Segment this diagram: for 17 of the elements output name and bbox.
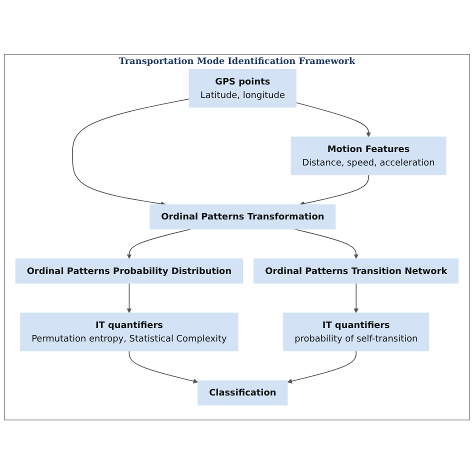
node-box: IT quantifiers probability of self-transition: [283, 312, 430, 351]
node-box: Ordinal Patterns Probability Distribution: [15, 258, 244, 284]
node-box: Ordinal Patterns Transition Network: [254, 258, 459, 284]
node-box: GPS points Latitude, longitude: [188, 68, 296, 108]
arrow: [287, 350, 357, 384]
node-box: Classification: [198, 380, 288, 406]
node-box: Ordinal Patterns Transformation: [150, 204, 336, 230]
node-box: Motion Features Distance, speed, acceleration: [290, 136, 446, 175]
arrow: [126, 282, 132, 313]
node-box: IT quantifiers Permutation entropy, Statistical Complexity: [20, 312, 238, 351]
arrow: [72, 98, 190, 206]
arrow: [354, 282, 359, 313]
arrow: [294, 228, 359, 259]
arrow: [128, 350, 198, 384]
arrow: [300, 174, 369, 206]
arrow: [296, 102, 371, 137]
arrow: [126, 228, 192, 259]
